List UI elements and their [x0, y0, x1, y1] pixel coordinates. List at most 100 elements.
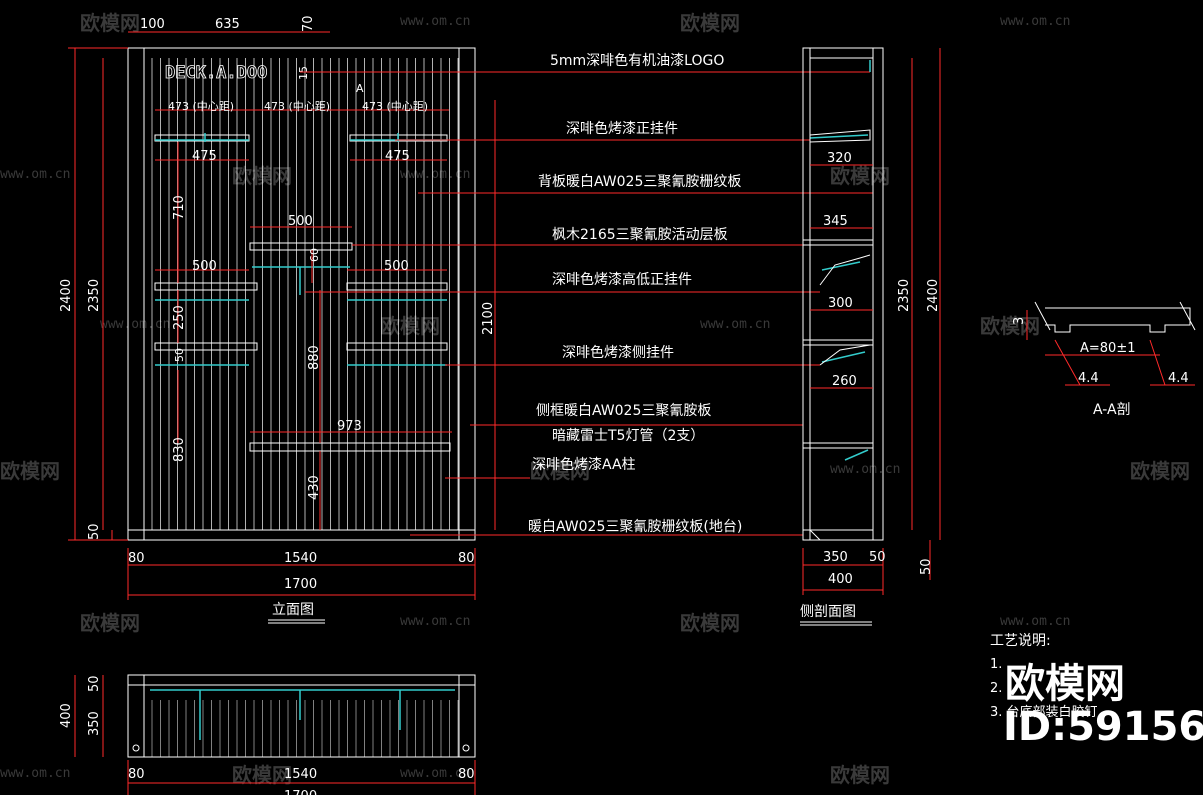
- dim-2400: 2400: [926, 279, 941, 312]
- watermark-brand: 欧模网: [232, 164, 292, 188]
- elevation-title: 立面图: [272, 602, 314, 618]
- dim-1540: 1540: [284, 551, 317, 566]
- callouts: 5mm深啡色有机油漆LOGO 深啡色烤漆正挂件 背板暖白AW025三聚氰胺栅纹板…: [300, 52, 873, 536]
- callout-label: 深啡色烤漆AA柱: [532, 456, 636, 473]
- dim-80: 80: [128, 767, 145, 782]
- dim-500: 500: [384, 259, 409, 274]
- shelf-section: [802, 442, 874, 449]
- dim-350: 350: [823, 550, 848, 565]
- callout-label: 5mm深啡色有机油漆LOGO: [550, 52, 724, 69]
- plan-slats: [151, 700, 459, 757]
- dim-710: 710: [172, 195, 187, 220]
- shelf: [154, 282, 258, 291]
- dim-50: 50: [173, 348, 186, 362]
- shelf-section: [802, 339, 874, 346]
- dim-475: 475: [192, 149, 217, 164]
- elevation-dimension-lines: [68, 31, 496, 600]
- watermark-brand: 欧模网: [530, 459, 590, 483]
- watermark-url: www.om.cn: [0, 167, 70, 182]
- notes-item: 1.: [990, 657, 1002, 672]
- model-id: ID:591565: [1003, 704, 1203, 750]
- watermark-brand: 欧模网: [680, 11, 740, 35]
- dim-50: 50: [87, 523, 102, 540]
- shelf-section: [802, 239, 874, 246]
- shelf: [154, 342, 258, 351]
- watermark-url: www.om.cn: [400, 14, 470, 29]
- dim-80: 80: [458, 767, 475, 782]
- dim-2400: 2400: [59, 279, 74, 312]
- watermark-url: www.om.cn: [100, 317, 170, 332]
- plan-outline: [127, 674, 476, 758]
- side-brackets: [809, 129, 871, 541]
- notes-item: 3. 台底部装白胶钉: [990, 704, 1098, 720]
- dim-3: 3: [1012, 317, 1027, 325]
- dim-830: 830: [172, 437, 187, 462]
- dim-1540: 1540: [284, 767, 317, 782]
- side-hardware: [809, 60, 871, 461]
- watermark-brand: 欧模网: [0, 459, 60, 483]
- center-dim: 473 (中心距): [362, 100, 428, 113]
- dim-4-4: 4.4: [1078, 371, 1099, 386]
- dim-2350: 2350: [87, 279, 102, 312]
- break-line: [1034, 301, 1051, 331]
- elevation-view: DECK.A.DOO A: [59, 15, 496, 624]
- watermark-url: www.om.cn: [400, 766, 470, 781]
- watermark-brand: 欧模网: [680, 611, 740, 635]
- leader-lines: [300, 71, 873, 536]
- dim-880: 880: [307, 345, 322, 370]
- watermark-url: www.om.cn: [830, 462, 900, 477]
- dim-500: 500: [288, 214, 313, 229]
- dim-4-4: 4.4: [1168, 371, 1189, 386]
- dim-2100: 2100: [481, 302, 496, 335]
- dim-345: 345: [823, 214, 848, 229]
- watermark-brand: 欧模网: [1130, 459, 1190, 483]
- callout-label: 侧框暖白AW025三聚氰胺板: [536, 403, 711, 419]
- elevation-outline: [127, 47, 476, 541]
- dim-top-100: 100: [140, 17, 165, 32]
- dim-80: 80: [458, 551, 475, 566]
- shelf: [154, 134, 250, 142]
- plan-post: [132, 744, 140, 752]
- brand-watermark: 欧模网 ID:591565: [1003, 661, 1203, 750]
- dim-2350: 2350: [897, 279, 912, 312]
- dim-400: 400: [59, 703, 74, 728]
- dim-50: 50: [87, 675, 102, 692]
- dim-475: 475: [385, 149, 410, 164]
- plan-hardware: [150, 689, 455, 740]
- dim-500: 500: [192, 259, 217, 274]
- dim-a-80: A=80±1: [1080, 341, 1136, 356]
- callout-label: 枫木2165三聚氰胺活动层板: [552, 227, 728, 243]
- side-section-view: 320 345 300 260 2350 2400 350 50 400 50 …: [800, 47, 941, 626]
- callout-label: 背板暖白AW025三聚氰胺栅纹板: [538, 174, 741, 190]
- dim-260: 260: [832, 374, 857, 389]
- aa-dimension-lines: [1026, 310, 1195, 386]
- shelf: [249, 242, 353, 251]
- watermark-brand: 欧模网: [380, 314, 440, 338]
- back-panel: [872, 47, 884, 541]
- dim-973: 973: [337, 419, 362, 434]
- dim-80: 80: [128, 551, 145, 566]
- notes-title: 工艺说明:: [990, 633, 1051, 649]
- dim-50: 50: [919, 558, 934, 575]
- callout-label: 深啡色烤漆侧挂件: [562, 344, 674, 361]
- dim-1700: 1700: [284, 789, 317, 795]
- elevation-logo: DECK.A.DOO: [165, 63, 267, 83]
- dim-250: 250: [172, 305, 187, 330]
- callout-label: 暗藏雷士T5灯管（2支）: [552, 428, 704, 444]
- dim-top-15: 15: [297, 66, 310, 80]
- center-dim: 473 (中心距): [264, 100, 330, 113]
- watermark-brand: 欧模网: [80, 11, 140, 35]
- callout-label: 深啡色烤漆正挂件: [566, 120, 678, 137]
- watermark-url: www.om.cn: [1000, 14, 1070, 29]
- aa-section-view: 3 A=80±1 4.4 4.4 A-A剖: [1012, 301, 1196, 418]
- dim-400: 400: [828, 572, 853, 587]
- dim-top-635: 635: [215, 17, 240, 32]
- dim-350: 350: [87, 711, 102, 736]
- watermark-url: www.om.cn: [400, 614, 470, 629]
- watermark-brand: 欧模网: [830, 164, 890, 188]
- watermark-layer: 欧模网 www.om.cn 欧模网 www.om.cn www.om.cn 欧模…: [0, 11, 1190, 787]
- watermark-url: www.om.cn: [1000, 614, 1070, 629]
- shelf: [346, 282, 448, 291]
- craft-notes: 工艺说明: 1. 2. 3. 台底部装白胶钉: [990, 633, 1098, 720]
- dim-430: 430: [307, 475, 322, 500]
